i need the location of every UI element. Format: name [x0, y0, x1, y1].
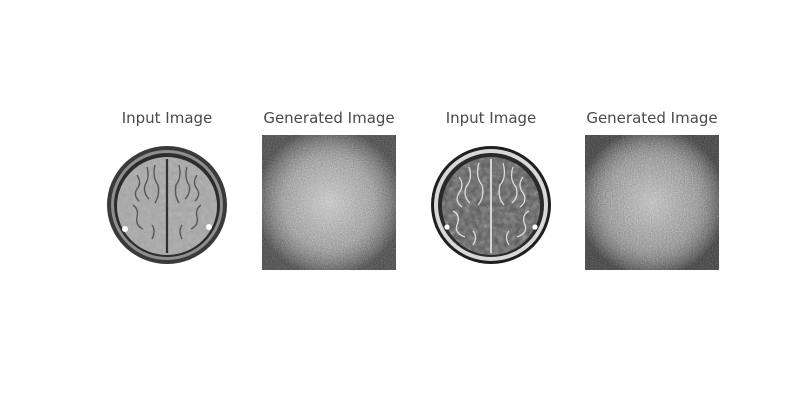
panel-title: Input Image — [445, 109, 537, 127]
generated-image-2 — [582, 135, 722, 270]
panel-title: Input Image — [121, 109, 213, 127]
input-image-t1 — [97, 135, 237, 270]
panel-title: Generated Image — [586, 109, 718, 127]
generated-image-1 — [259, 135, 399, 270]
panel-title: Generated Image — [263, 109, 395, 127]
input-image-t2 — [421, 135, 561, 270]
